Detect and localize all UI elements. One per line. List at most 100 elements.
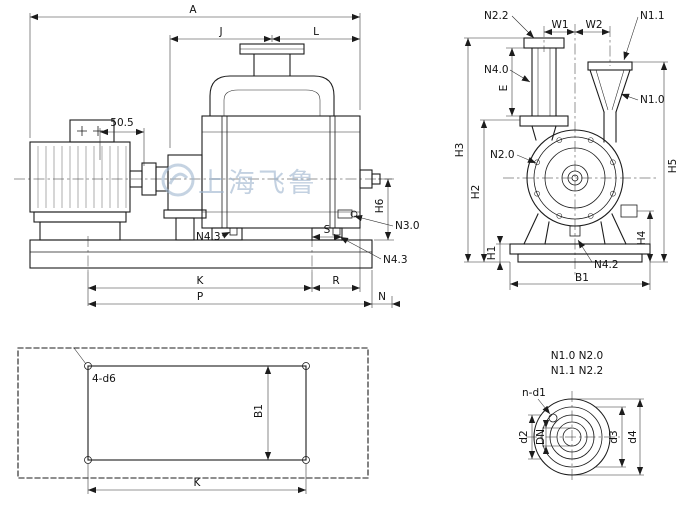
part-label-n20: N2.0 bbox=[490, 149, 515, 161]
suction-manifold bbox=[209, 75, 335, 117]
mounting-hole bbox=[302, 456, 310, 464]
plan-dimensions bbox=[87, 366, 307, 494]
dim-label-n: N bbox=[378, 291, 386, 303]
bearing-bracket bbox=[167, 154, 203, 211]
dim-label-l: L bbox=[313, 26, 319, 38]
hole-callout: 4-d6 bbox=[92, 373, 116, 385]
shaft-hub bbox=[561, 164, 589, 192]
bracket-foot bbox=[163, 209, 207, 219]
discharge-funnel bbox=[589, 69, 631, 113]
motor-body bbox=[29, 141, 131, 213]
baseplate bbox=[29, 239, 373, 269]
drain-plug-right bbox=[332, 227, 341, 236]
anchor-centerlines bbox=[87, 236, 313, 272]
side-dimensions bbox=[29, 13, 401, 308]
dim-label-h3: H3 bbox=[454, 143, 466, 158]
side-plug bbox=[620, 204, 638, 218]
dim-label-h4: H4 bbox=[636, 230, 648, 245]
motor-support bbox=[39, 221, 121, 241]
dim-label-dn: DN bbox=[535, 429, 547, 445]
part-label-n22: N2.2 bbox=[484, 10, 509, 22]
dim-label-w1: W1 bbox=[551, 19, 568, 31]
bottom-drain bbox=[569, 225, 581, 237]
part-label-n40: N4.0 bbox=[484, 64, 509, 76]
part-label-n11: N1.1 bbox=[640, 10, 665, 22]
leader-N20 bbox=[516, 154, 537, 164]
mounting-holes bbox=[84, 362, 310, 464]
dim-label-d2: d2 bbox=[518, 430, 530, 443]
leader-N42 bbox=[577, 239, 593, 263]
pump-body bbox=[201, 43, 381, 241]
end-centerlines bbox=[503, 24, 656, 276]
baseplate-channel bbox=[517, 253, 643, 263]
flange-detail: N1.0 N2.0 N1.1 N2.2 n-d1 d2 DN d3 d4 bbox=[518, 350, 644, 483]
watermark-logo-icon bbox=[161, 163, 195, 197]
shaft-center bbox=[571, 174, 579, 182]
suction-flange bbox=[523, 37, 565, 49]
suction-pipe bbox=[531, 47, 557, 117]
discharge-funnel-inner bbox=[595, 69, 625, 111]
dim-label-a: A bbox=[189, 4, 197, 16]
bolt bbox=[534, 190, 540, 197]
suction-transition bbox=[531, 125, 557, 141]
mounting-hole bbox=[302, 362, 310, 370]
watermark: 上海飞鲁 bbox=[161, 163, 315, 199]
leader-N43-right bbox=[339, 236, 382, 260]
discharge-flange bbox=[587, 61, 633, 71]
leader-N11 bbox=[623, 16, 639, 61]
part-label-n42: N4.2 bbox=[594, 259, 619, 271]
end-view: N2.2 W1 W2 N1.1 N4.0 E N1.0 N2.0 H3 H2 H… bbox=[454, 10, 679, 290]
flange-inner bbox=[556, 421, 588, 453]
leader-N10 bbox=[620, 93, 639, 101]
bolt-pattern-rect bbox=[87, 365, 307, 461]
dim-label-r: R bbox=[332, 275, 339, 287]
ext-H-left bbox=[464, 37, 524, 263]
leader-N22 bbox=[511, 15, 535, 39]
leader-nd1 bbox=[537, 398, 551, 415]
dim-label-b1-end: B1 bbox=[575, 272, 589, 284]
end-dimensions bbox=[464, 15, 668, 290]
casing-detail-lines bbox=[202, 131, 360, 213]
dim-label-h1: H1 bbox=[486, 246, 498, 261]
leader-holes bbox=[73, 347, 87, 365]
manifold-inner bbox=[223, 89, 321, 116]
part-label-n43-left: N4.3 bbox=[196, 231, 221, 243]
casing-cover bbox=[544, 147, 606, 209]
dim-label-p: P bbox=[197, 291, 203, 303]
casing-covers bbox=[221, 116, 336, 228]
baseplate-outline-plan bbox=[17, 347, 369, 479]
flange-ports-row2: N1.1 N2.2 bbox=[551, 365, 603, 377]
dim-label-k-plan: K bbox=[194, 477, 202, 489]
support-end bbox=[509, 213, 651, 263]
dim-label-h6: H6 bbox=[374, 198, 386, 213]
part-label-n43-right: N4.3 bbox=[383, 254, 408, 266]
casing-end bbox=[526, 129, 638, 237]
dim-label-h5: H5 bbox=[667, 159, 679, 174]
cover-bolts bbox=[534, 137, 616, 219]
bolt bbox=[556, 137, 563, 143]
dim-label-j: J bbox=[218, 26, 222, 38]
shaft-circle bbox=[567, 170, 583, 186]
flange-raised-face bbox=[549, 414, 595, 460]
part-label-n10: N1.0 bbox=[640, 94, 665, 106]
suction-lower-flange bbox=[519, 115, 569, 127]
watermark-logo-swirl bbox=[168, 172, 189, 185]
drain-plug-left bbox=[229, 227, 238, 236]
flange-dimensions bbox=[528, 398, 644, 476]
ext-JL bbox=[169, 35, 273, 148]
ext-d4 bbox=[572, 398, 644, 476]
ext-E bbox=[506, 47, 524, 117]
dim-label-s: S bbox=[324, 224, 331, 236]
top-port-neck bbox=[253, 53, 291, 77]
motor-fins bbox=[37, 146, 127, 208]
flange-bolt-hole bbox=[548, 413, 558, 423]
dim-label-w2: W2 bbox=[585, 19, 602, 31]
suction-pipe-inner bbox=[537, 48, 551, 116]
ext-505 bbox=[99, 128, 145, 166]
bolt-callout-nd1: n-d1 bbox=[522, 387, 546, 399]
leader-N40 bbox=[509, 69, 531, 83]
drain-cock bbox=[337, 209, 353, 219]
dim-label-k: K bbox=[197, 275, 205, 287]
discharge-neck bbox=[603, 111, 617, 143]
